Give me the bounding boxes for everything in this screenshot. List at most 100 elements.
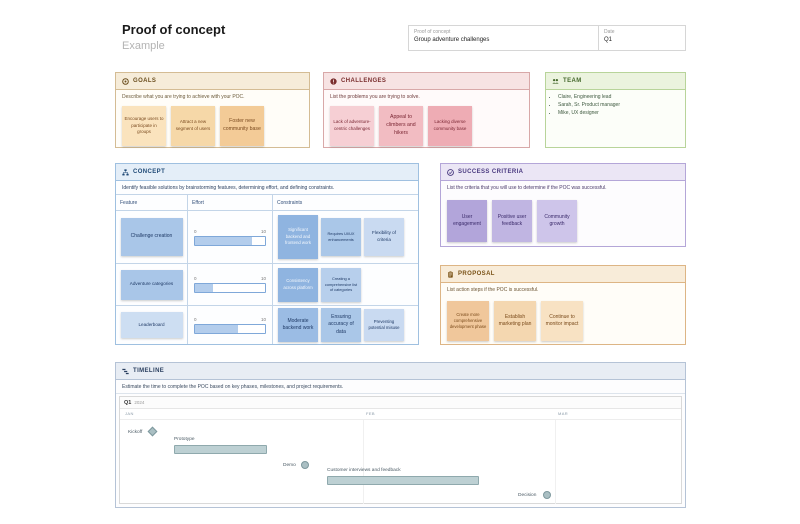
sticky-note[interactable]: Foster new community base xyxy=(220,106,264,146)
sticky-note[interactable]: Encourage users to participate in groups xyxy=(122,106,166,146)
date-value[interactable]: Q1 xyxy=(604,37,613,43)
gantt-quarter-row: Q1 2024 xyxy=(120,397,681,409)
timeline-description: Estimate the time to complete the POC ba… xyxy=(116,380,685,394)
diagram-icon xyxy=(122,168,129,176)
sticky-note[interactable]: Creating a comprehensive list of categor… xyxy=(321,267,361,302)
effort-cell: 0 10 xyxy=(188,211,273,264)
header-form: Proof of concept Group adventure challen… xyxy=(408,25,686,51)
effort-fill xyxy=(195,236,253,245)
milestone-demo[interactable] xyxy=(301,461,309,469)
goals-section: GOALS Describe what you are trying to ac… xyxy=(115,72,310,148)
sticky-note[interactable]: Lacking diverse community base xyxy=(428,106,472,146)
success-criteria-header: SUCCESS CRITERIA xyxy=(441,164,685,181)
concept-description: Identify feasible solutions by brainstor… xyxy=(116,181,418,195)
concept-title: CONCEPT xyxy=(133,169,166,175)
team-header: TEAM xyxy=(546,73,685,90)
poc-name-value[interactable]: Group adventure challenges xyxy=(414,37,490,43)
team-section: TEAM Claire, Engineering lead Sarah, Sr.… xyxy=(545,72,686,148)
page-subtitle: Example xyxy=(122,40,165,52)
date-field[interactable]: Date Q1 xyxy=(599,26,685,50)
sticky-note[interactable]: Create more comprehensive development ph… xyxy=(447,301,489,341)
column-header-constraints: Constraints xyxy=(273,195,418,211)
effort-max-label: 10 xyxy=(260,228,266,234)
sticky-note[interactable]: Community growth xyxy=(537,200,577,242)
milestone-decision[interactable] xyxy=(543,491,551,499)
constraints-cell: Consistency across platform Creating a c… xyxy=(273,264,418,306)
constraints-cell: Moderate backend work Ensuring accuracy … xyxy=(273,306,418,344)
sticky-note[interactable]: Requires UI/UX enhancements xyxy=(321,218,361,256)
effort-min-label: 0 xyxy=(194,276,197,281)
bar-label: Prototype xyxy=(174,437,195,442)
bar-customer-interviews[interactable] xyxy=(327,476,479,485)
effort-min-label: 0 xyxy=(194,228,197,234)
milestone-kickoff[interactable] xyxy=(147,426,158,437)
poc-name-field[interactable]: Proof of concept Group adventure challen… xyxy=(409,26,599,50)
timeline-title: TIMELINE xyxy=(133,368,165,374)
effort-fill xyxy=(195,324,239,333)
goals-description: Describe what you are trying to achieve … xyxy=(122,94,245,100)
month-label: MAR xyxy=(558,411,569,416)
sticky-note[interactable]: Significant backend and frontend work xyxy=(278,215,318,259)
concept-header: CONCEPT xyxy=(116,164,418,181)
check-circle-icon xyxy=(447,168,454,176)
sticky-note[interactable]: User engagement xyxy=(447,200,487,242)
gantt-panel: Q1 2024 JAN FEB MAR Kickoff Prototype De… xyxy=(119,396,682,504)
concept-section: CONCEPT Identify feasible solutions by b… xyxy=(115,163,419,345)
effort-track[interactable] xyxy=(194,323,266,334)
effort-fill xyxy=(195,284,213,292)
milestone-label: Demo xyxy=(283,463,296,468)
sticky-note[interactable]: Positive user feedback xyxy=(492,200,532,242)
constraints-cell: Significant backend and frontend work Re… xyxy=(273,211,418,264)
goals-header: GOALS xyxy=(116,73,309,90)
team-member-list: Claire, Engineering lead Sarah, Sr. Prod… xyxy=(546,94,685,116)
proposal-section: PROPOSAL List action steps if the POC is… xyxy=(440,265,686,345)
effort-cell: 0 10 xyxy=(188,306,273,344)
team-member[interactable]: Mike, UX designer xyxy=(558,110,685,116)
sticky-note[interactable]: Challenge creation xyxy=(120,218,183,256)
sticky-note[interactable]: Establish marketing plan xyxy=(494,301,536,341)
sticky-note[interactable]: Appeal to climbers and hikers xyxy=(379,106,423,146)
timeline-section: TIMELINE Estimate the time to complete t… xyxy=(115,362,686,508)
effort-slider[interactable]: 0 10 xyxy=(188,229,272,246)
month-label: FEB xyxy=(366,411,375,416)
month-label: JAN xyxy=(125,411,134,416)
team-member[interactable]: Claire, Engineering lead xyxy=(558,94,685,100)
challenges-section: CHALLENGES List the problems you are try… xyxy=(323,72,530,148)
team-member[interactable]: Sarah, Sr. Product manager xyxy=(558,102,685,108)
sticky-note[interactable]: Adventure categories xyxy=(120,269,183,300)
sticky-note[interactable]: Attract a new segment of users xyxy=(171,106,215,146)
sticky-note[interactable]: Lack of adventure-centric challenges xyxy=(330,106,374,146)
target-icon xyxy=(122,77,129,85)
proposal-description: List action steps if the POC is successf… xyxy=(447,287,539,293)
challenges-title: CHALLENGES xyxy=(341,78,387,84)
feature-cell: Leaderboard xyxy=(116,306,188,344)
quarter-label: Q1 xyxy=(124,399,132,406)
sticky-note[interactable]: Leaderboard xyxy=(120,312,183,338)
month-divider xyxy=(363,420,364,504)
effort-slider[interactable]: 0 10 xyxy=(188,276,272,293)
proposal-header: PROPOSAL xyxy=(441,266,685,283)
sticky-note[interactable]: Moderate backend work xyxy=(278,308,318,342)
clipboard-icon xyxy=(447,270,454,278)
team-title: TEAM xyxy=(563,78,582,84)
success-criteria-title: SUCCESS CRITERIA xyxy=(458,169,524,175)
page-title: Proof of concept xyxy=(122,22,226,37)
sticky-note[interactable]: Continue to monitor impact xyxy=(541,301,583,341)
feature-cell: Adventure categories xyxy=(116,264,188,306)
proposal-title: PROPOSAL xyxy=(458,271,495,277)
sticky-note[interactable]: Preventing potential misuse xyxy=(364,309,404,341)
alert-icon xyxy=(330,77,337,85)
effort-track[interactable] xyxy=(194,283,266,293)
effort-slider[interactable]: 0 10 xyxy=(188,317,272,334)
sticky-note[interactable]: Consistency across platform xyxy=(278,267,318,302)
gantt-icon xyxy=(122,368,129,375)
timeline-header: TIMELINE xyxy=(116,363,685,380)
bar-prototype[interactable] xyxy=(174,445,267,454)
sticky-note[interactable]: Ensuring accuracy of data xyxy=(321,308,361,342)
gantt-chart-area: Kickoff Prototype Demo Customer intervie… xyxy=(120,420,681,504)
sticky-note[interactable]: Flexibility of criteria xyxy=(364,218,404,256)
bar-label: Customer interviews and feedback xyxy=(327,468,401,473)
effort-track[interactable] xyxy=(194,235,266,246)
effort-min-label: 0 xyxy=(194,316,197,322)
effort-cell: 0 10 xyxy=(188,264,273,306)
